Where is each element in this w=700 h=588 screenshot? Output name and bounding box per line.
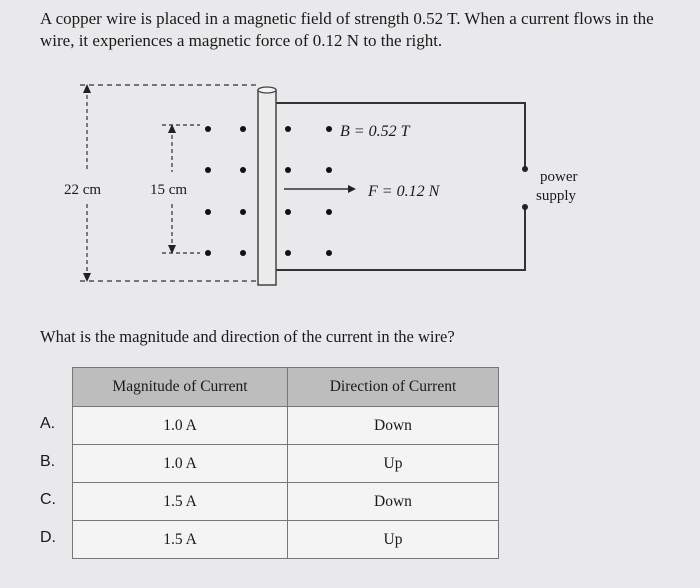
cell-magnitude: 1.5 A: [72, 482, 288, 521]
field-dot: [240, 167, 246, 173]
cell-magnitude: 1.0 A: [72, 406, 288, 445]
dim-15-arrow-up: [168, 124, 176, 133]
option-letter-c[interactable]: C.: [40, 491, 56, 508]
label-22cm: 22 cm: [64, 182, 101, 198]
copper-wire-rod-top: [257, 86, 277, 94]
magnetic-field-dots: [205, 126, 332, 256]
field-dot: [285, 250, 291, 256]
field-dot: [205, 126, 211, 132]
field-dot: [285, 167, 291, 173]
table-row[interactable]: 1.0 A Up: [72, 444, 499, 483]
table-row[interactable]: 1.5 A Up: [72, 520, 499, 559]
field-dot: [205, 250, 211, 256]
option-letter-d[interactable]: D.: [40, 529, 56, 546]
table-row[interactable]: 1.5 A Down: [72, 482, 499, 521]
header-magnitude: Magnitude of Current: [72, 367, 288, 407]
field-dot: [205, 167, 211, 173]
circuit-top-wire: [276, 102, 526, 167]
label-field-strength: B = 0.52 T: [340, 123, 411, 140]
field-dot: [285, 209, 291, 215]
power-terminal-top: [522, 166, 528, 172]
field-dot: [205, 209, 211, 215]
copper-wire-rod: [257, 89, 277, 286]
dim-22-arrow-down: [83, 273, 91, 282]
cell-direction: Down: [287, 482, 499, 521]
field-dot: [240, 209, 246, 215]
cell-magnitude: 1.5 A: [72, 520, 288, 559]
field-dot: [326, 167, 332, 173]
force-arrow-head: [348, 185, 356, 193]
option-letter-a[interactable]: A.: [40, 415, 56, 432]
label-15cm: 15 cm: [150, 182, 187, 198]
field-dot: [326, 250, 332, 256]
field-dot: [240, 126, 246, 132]
dim-22-arrow-up: [83, 84, 91, 93]
table-header-row: Magnitude of Current Direction of Curren…: [72, 367, 499, 407]
dim-15-arrow-down: [168, 245, 176, 254]
magnetic-field-diagram: 22 cm 15 cm power supply B = 0.52 T F = …: [64, 84, 578, 286]
label-power: power: [540, 169, 578, 185]
question-line-1: A copper wire is placed in a magnetic fi…: [40, 9, 654, 28]
cell-magnitude: 1.0 A: [72, 444, 288, 483]
field-dot: [326, 209, 332, 215]
header-direction: Direction of Current: [287, 367, 499, 407]
label-supply: supply: [536, 188, 577, 204]
answer-table: Magnitude of Current Direction of Curren…: [72, 367, 499, 559]
question-line-2: wire, it experiences a magnetic force of…: [40, 31, 443, 50]
question-prompt: What is the magnitude and direction of t…: [40, 327, 455, 346]
question-text: A copper wire is placed in a magnetic fi…: [40, 8, 690, 52]
label-force: F = 0.12 N: [367, 183, 441, 200]
cell-direction: Up: [287, 520, 499, 559]
cell-direction: Up: [287, 444, 499, 483]
field-dot: [326, 126, 332, 132]
option-letter-b[interactable]: B.: [40, 453, 56, 470]
field-dot: [240, 250, 246, 256]
cell-direction: Down: [287, 406, 499, 445]
table-row[interactable]: 1.0 A Down: [72, 406, 499, 445]
field-dot: [285, 126, 291, 132]
circuit-bottom-wire: [276, 209, 526, 271]
power-terminal-bottom: [522, 204, 528, 210]
